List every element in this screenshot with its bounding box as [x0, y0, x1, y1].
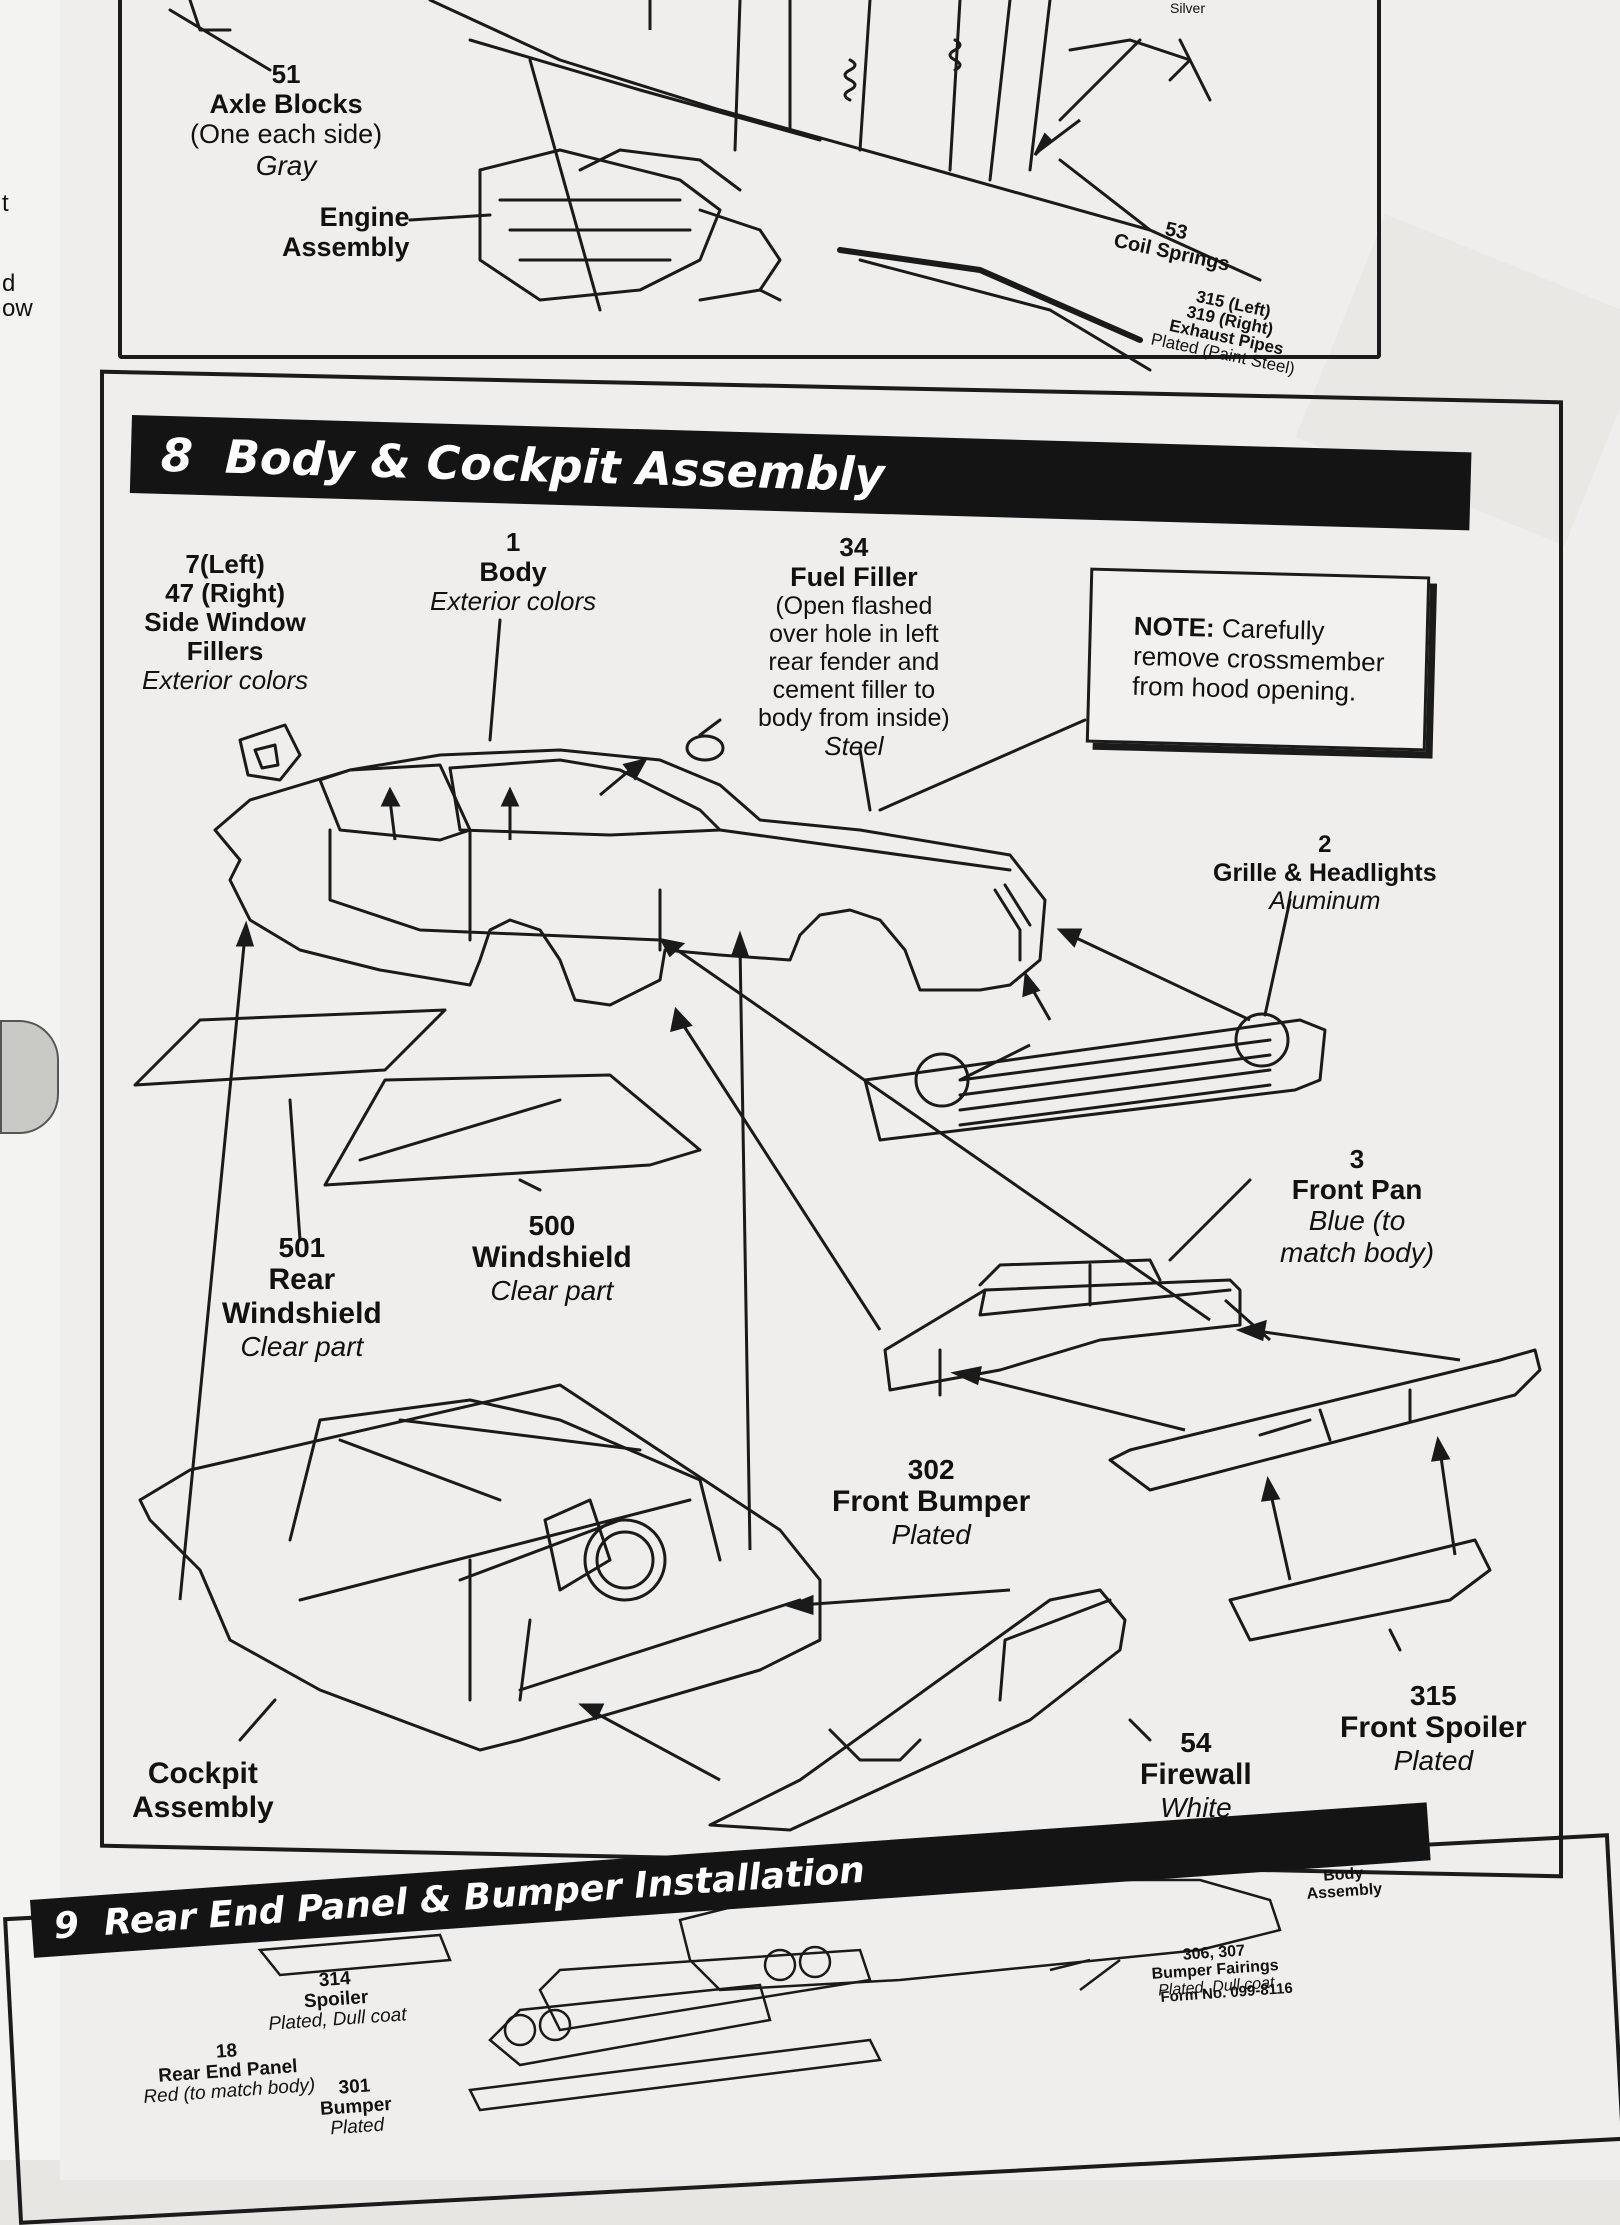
label-windshield: 500 Windshield Clear part [472, 1210, 632, 1306]
front-bumper [1108, 1348, 1542, 1492]
step8-number: 8 [160, 427, 194, 483]
margin-fragment-d: d [2, 270, 16, 297]
label-spoiler: 314 Spoiler Plated, Dull coat [267, 1968, 408, 2035]
label-body-assembly: Body Assembly [1306, 1864, 1383, 1903]
label-side-window-fillers: 7(Left) 47 (Right) Side Window Fillers E… [142, 549, 309, 696]
note-label: NOTE: [1133, 610, 1216, 643]
margin-fragment-t: t [2, 190, 9, 217]
label-front-pan: 3 Front Pan Blue (to match body) [1280, 1144, 1435, 1268]
label-grille-headlights: 2 Grille & Headlights Aluminum [1213, 831, 1437, 915]
label-bumper: 301 Bumper Plated [319, 2075, 393, 2140]
exhaust-pipe [837, 247, 1143, 343]
label-rear-windshield: 501 Rear Windshield Clear part [222, 1232, 382, 1362]
binder-clip [0, 1020, 59, 1134]
grille [863, 1018, 1327, 1142]
rear-windshield [133, 1008, 447, 1087]
label-firewall: 54 Firewall White [1140, 1727, 1252, 1823]
label-fuel-filler: 34 Fuel Filler (Open flashed over hole i… [758, 532, 950, 762]
engine-block [478, 148, 722, 302]
label-front-spoiler: 315 Front Spoiler Plated [1340, 1680, 1527, 1776]
line-art [133, 0, 1542, 2112]
chassis-rail [428, 0, 1262, 282]
label-silver: Silver [1170, 0, 1206, 16]
cockpit-tub [138, 1383, 822, 1752]
firewall [708, 1588, 1127, 1832]
label-front-bumper: 302 Front Bumper Plated [832, 1454, 1031, 1550]
step7-frame [118, 0, 1381, 359]
margin-fragment-ow: ow [2, 295, 33, 322]
label-engine-assembly: Engine Assembly [282, 202, 410, 263]
windshield [323, 1073, 702, 1187]
note-box: NOTE: Carefully remove crossmember from … [1085, 567, 1431, 752]
front-pan [883, 1278, 1242, 1392]
label-rear-end-panel: 18 Rear End Panel Red (to match body) [142, 2040, 316, 2108]
note-line-1: Carefully [1214, 612, 1325, 646]
label-body: 1 Body Exterior colors [430, 527, 597, 617]
label-axle-blocks: 51 Axle Blocks (One each side) Gray [190, 59, 383, 181]
note-line-3: from hood opening. [1131, 670, 1357, 707]
step8-title: Body & Cockpit Assembly [224, 429, 886, 503]
front-spoiler [1228, 1538, 1492, 1642]
label-cockpit-assembly: Cockpit Assembly [132, 1757, 274, 1824]
car-body [213, 748, 1047, 1007]
step9-number: 9 [52, 1904, 81, 1948]
